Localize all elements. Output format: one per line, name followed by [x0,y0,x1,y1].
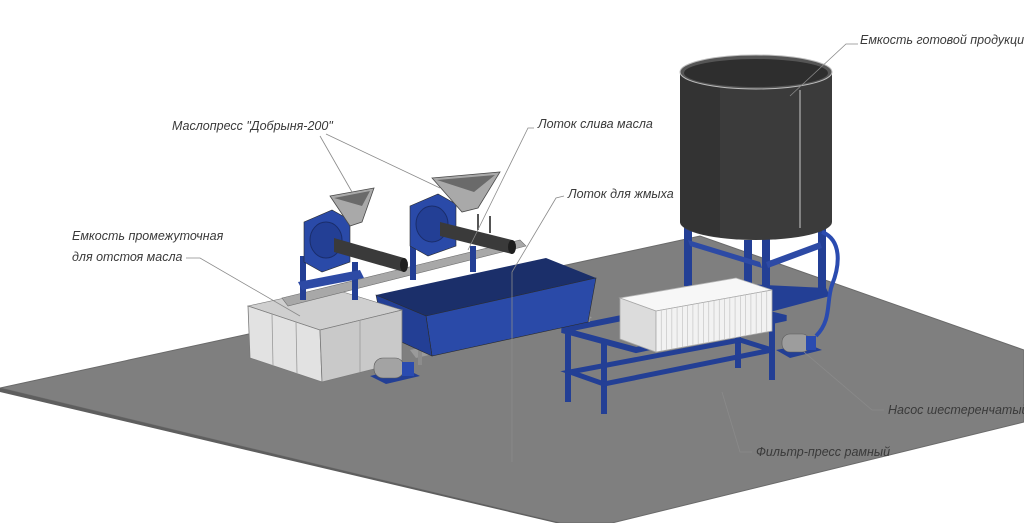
press-screw-barrel [440,222,512,254]
oil-press-1 [298,187,408,300]
label-finished-tank: Емкость готовой продукции [860,33,1024,47]
motor-body [373,357,405,379]
floor-edge [0,388,560,523]
motor-head [402,362,414,376]
press-barrel-end [400,258,408,272]
tank-top-inner [684,59,828,87]
press-frame [470,246,476,272]
press-frame [300,256,306,300]
leader-oil-drain-tray [467,127,534,251]
table-lower-shelf [560,337,773,387]
press-barrel-end [508,240,516,254]
leader-intermediate-tank [186,257,301,317]
leader-cake-tray [511,195,565,462]
cake-tray-inner [376,258,596,316]
tank-shade [680,72,720,237]
press-frame-base [298,270,364,290]
gear-pump-unit [776,333,822,358]
transfer-pump-motor [370,357,420,384]
press-hopper-inner [334,191,370,206]
leader-filter-press [721,391,752,453]
tank-panel-line [295,321,298,375]
pump-head [806,336,816,350]
label-intermediate-tank-line1: Емкость промежуточная [72,229,224,243]
tank-brace [688,240,762,268]
oil-drain-tray [281,239,527,307]
press-frame [410,240,416,280]
label-intermediate-tank-line2: для отстоя масла [72,250,183,264]
label-gear-pump: Насос шестеренчатый [888,403,1024,417]
pump-motor [781,333,811,353]
leader-finished-tank [789,43,858,97]
tank-leg [818,226,826,288]
press-hopper-inner [437,175,495,192]
filter-press-unit [560,277,787,414]
press-frame [352,262,358,300]
finished-product-tank [679,54,840,338]
label-cake-tray: Лоток для жмыха [567,187,674,201]
leader-oil-press-b [325,133,441,189]
press-screw-barrel [334,238,404,272]
leader-gear-pump [803,351,884,411]
pump-hose [814,230,840,338]
tank-panel-line [271,313,274,367]
tank-leg [684,226,692,286]
label-oil-press: Маслопресс "Добрыня-200" [172,119,333,133]
cake-tray-unit [375,258,597,365]
label-filter-press: Фильтр-пресс рамный [756,445,890,459]
oil-press-2 [409,171,516,280]
leader-oil-press-a [319,135,353,193]
filter-plate-lines [660,290,768,352]
tank-leg [762,238,770,308]
label-oil-drain-tray: Лоток слива масла [537,117,653,131]
tank-brace [766,242,822,268]
leader-lines [186,43,884,462]
